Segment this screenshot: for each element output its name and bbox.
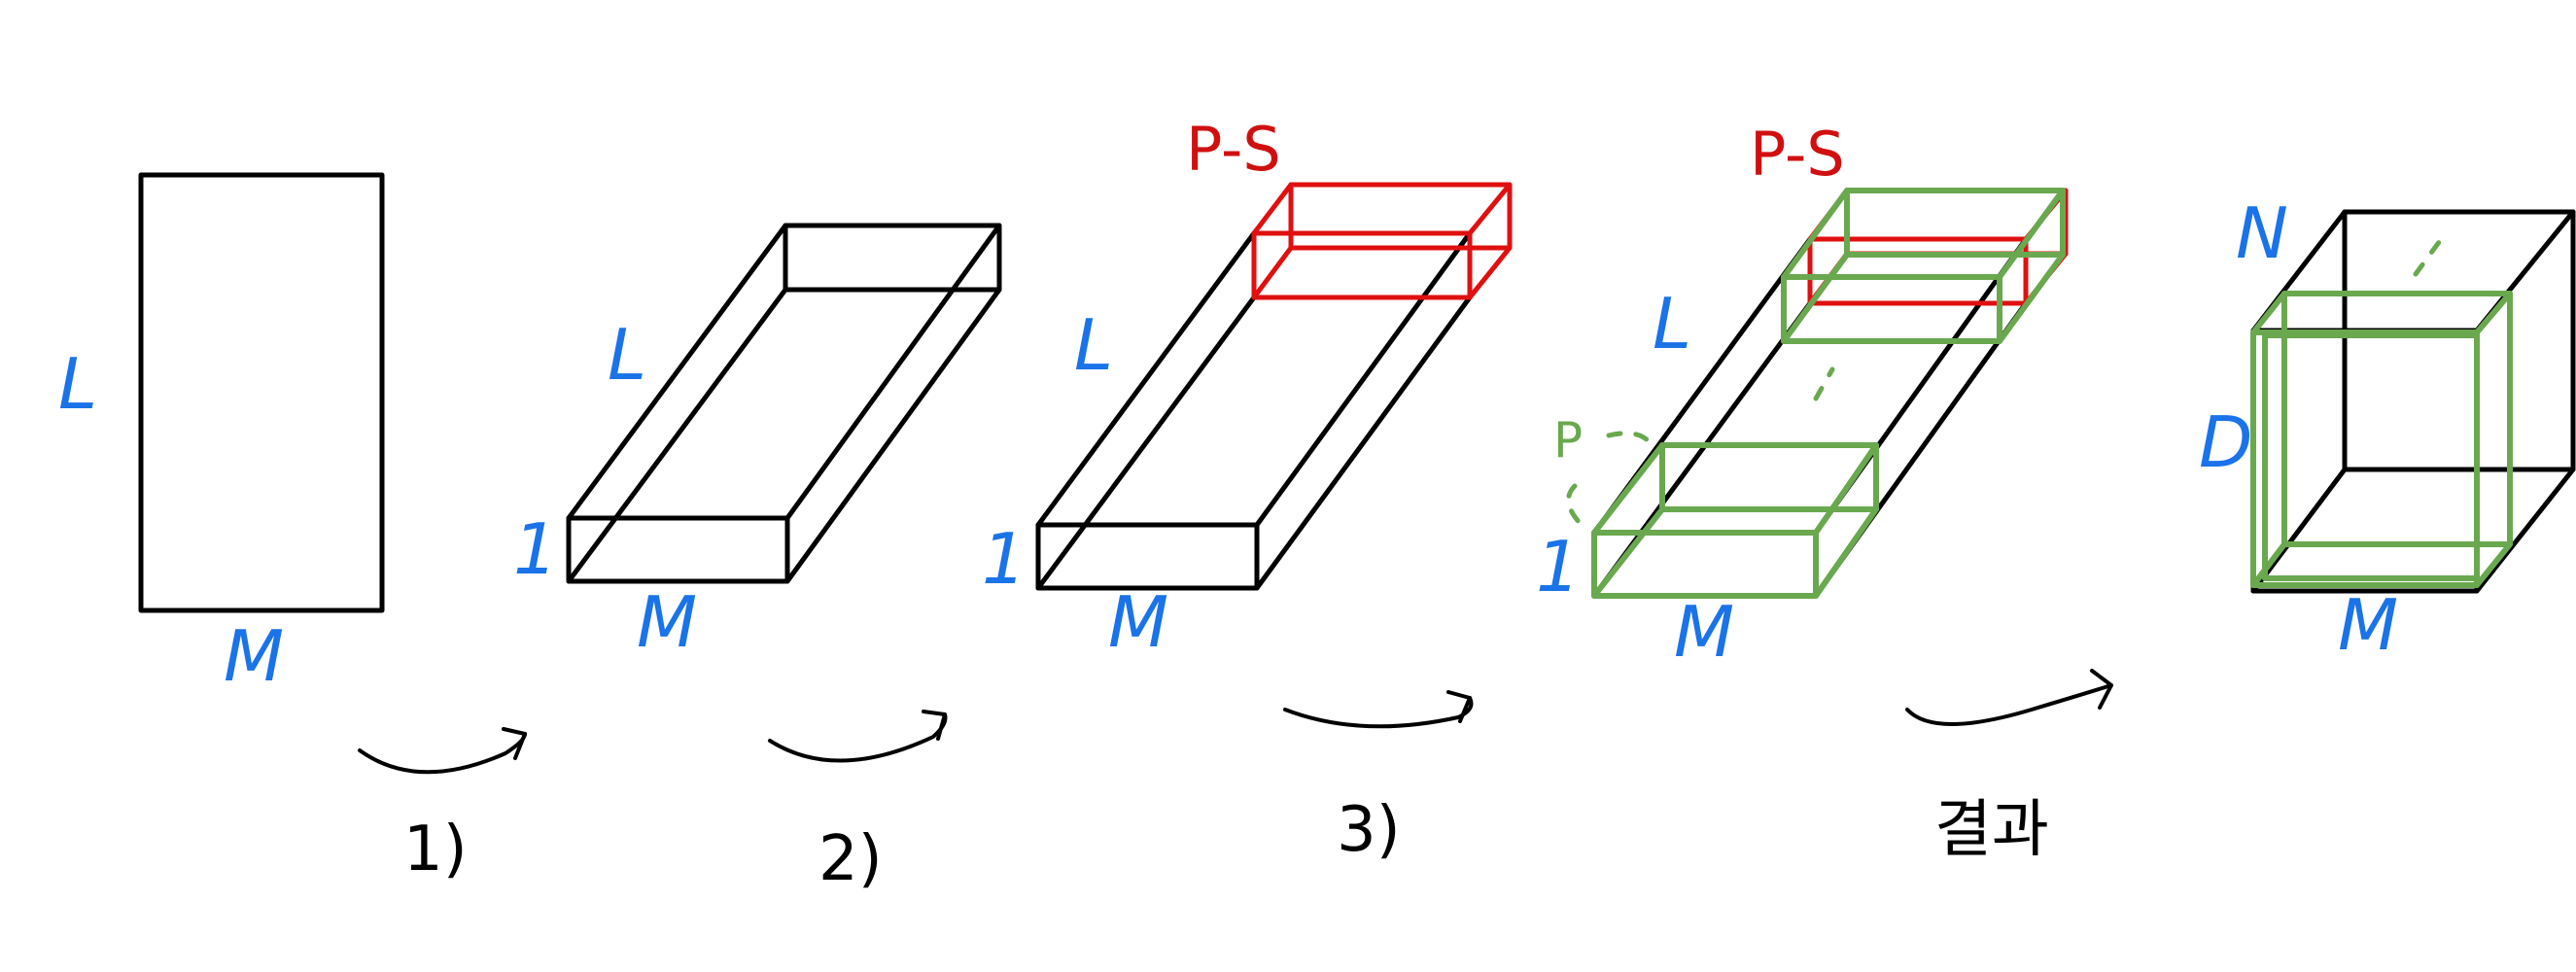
step-arrow-1: [358, 727, 527, 775]
stage3-edges: [1035, 230, 1473, 591]
stage1-matrix: L M: [58, 172, 385, 697]
stage2-edges: [566, 223, 1002, 584]
stage1-rectangle: [138, 172, 385, 613]
step-arrow-2: [768, 710, 948, 763]
stage1-width-label: M: [224, 615, 284, 697]
step-arrow-4: [1905, 669, 2113, 726]
stage3-width-label: M: [1108, 581, 1168, 663]
step-label-1: 1): [403, 814, 468, 885]
step-label-3: 3): [1337, 794, 1401, 866]
stage2-back-face: [783, 223, 1002, 293]
stage2-front-face: [566, 515, 790, 584]
stage2-depth-label: 1: [513, 508, 558, 590]
stage4-length-label: L: [1653, 283, 1691, 364]
stage3-length-label: L: [1074, 304, 1113, 386]
stage5-back-face: [2342, 209, 2576, 472]
stage4-continuation-dots: [1813, 366, 1835, 401]
stage5-result-cube: N D M: [2199, 192, 2576, 666]
step-label-2: 2): [818, 823, 883, 895]
stage5-continuation-dots: [2413, 235, 2445, 277]
stage4-window-bracket: [1566, 431, 1655, 526]
stage1-height-label: L: [58, 343, 97, 425]
stage2-length-label: L: [608, 314, 646, 396]
step-label-result: 결과: [1934, 794, 2049, 866]
stage4-width-label: M: [1674, 591, 1734, 673]
stage3-depth-label: 1: [982, 518, 1027, 600]
stage3-slice-box: [1251, 182, 1513, 300]
stage5-d-label: D: [2199, 401, 2252, 483]
stage4-front-face: [1591, 530, 1819, 599]
stage4-top-window: [1781, 188, 2066, 344]
stage5-edges: [2250, 209, 2576, 594]
stage4-edges: [1591, 236, 2029, 599]
stage4-window-label: P: [1553, 412, 1583, 469]
stage4-bottom-window: [1591, 442, 1879, 599]
stage3-back-face: [1251, 230, 1473, 300]
stage4-depth-label: 1: [1536, 526, 1581, 608]
stage5-green-window: [2250, 291, 2513, 588]
stage4-slice-label: P-S: [1750, 119, 1845, 190]
stage2-slab: L 1 M: [513, 223, 1002, 663]
stage4-slab: P-S L P 1 M: [1536, 119, 2069, 673]
stage4-back-face: [1807, 236, 2029, 306]
stage3-slice-label: P-S: [1186, 114, 1281, 185]
stage5-width-label: M: [2338, 584, 2398, 666]
stage2-width-label: M: [637, 581, 697, 663]
stage3-front-face: [1035, 522, 1260, 591]
stage5-n-label: N: [2236, 192, 2288, 274]
step-arrow-3: [1283, 690, 1474, 729]
stage3-slab: P-S L 1 M: [982, 114, 1513, 663]
